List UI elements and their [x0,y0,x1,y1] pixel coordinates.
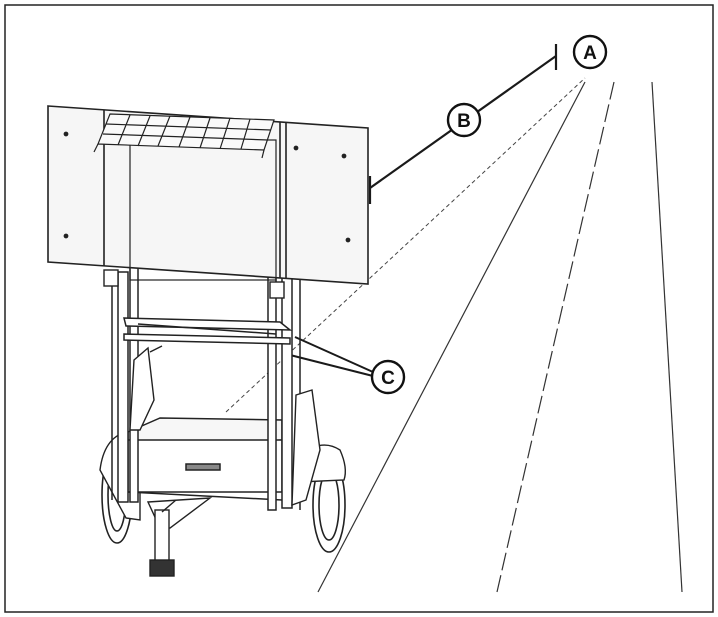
leader-line-c-upper [294,336,374,373]
solar-grid-h1 [105,123,272,131]
cross-bars [123,317,293,345]
sign-rivet-1 [63,131,69,137]
callout-b-label: B [457,111,471,132]
solar-grid-v4 [178,116,191,148]
mast-post-left-outer [117,271,129,503]
mast-post-right-outer [281,271,293,509]
solar-mount-left [93,143,99,153]
solar-grid-v2 [137,115,151,147]
solar-grid-v3 [157,115,171,147]
road-lane-lines [317,81,683,593]
lane-line-3 [651,81,683,593]
lane-line-2 [496,81,615,593]
sign-brackets [103,269,285,299]
trailer-tongue [146,497,213,577]
sight-line-dashed [225,77,586,413]
leader-line-c-lower [289,354,374,377]
figure-border [4,4,714,613]
sign-rivet-4 [345,237,351,243]
battery-box-bottom-trim [127,491,283,501]
callout-a-label: A [583,43,597,64]
left-stabilizer-handle [149,345,163,353]
solar-grid-h2 [102,133,269,141]
solar-panel-frame [97,113,275,151]
upper-cross-bar [123,317,293,331]
battery-box-handle [185,463,221,471]
stabilizer-legs [129,345,321,507]
right-bracket [269,281,285,299]
callout-c: C [370,359,406,395]
callout-c-label: C [381,368,395,389]
callout-a-circle [572,34,608,70]
solar-grid-v6 [219,117,231,150]
solar-panel [93,113,275,159]
left-bracket [103,269,119,287]
lane-line-1 [317,81,586,593]
battery-box [127,417,283,501]
sign-rivet-3 [341,153,347,159]
solar-grid-v5 [199,117,211,149]
solar-grid-v1 [117,114,131,146]
jack-crank [161,499,177,513]
right-stabilizer [291,389,321,507]
solar-grid-v7 [240,118,251,150]
callout-b: B [446,102,482,138]
callout-c-circle [370,359,406,395]
sign-rivet-5 [293,145,299,151]
callout-b-circle [446,102,482,138]
leader-lines-c [289,336,374,377]
lower-cross-bar [123,333,291,345]
cross-bar-brace-1 [137,323,277,335]
solar-mount-right [261,149,265,159]
left-stabilizer [129,346,155,431]
jack-foot [149,559,175,577]
callout-a: A [572,34,608,70]
sign-rivet-2 [63,233,69,239]
